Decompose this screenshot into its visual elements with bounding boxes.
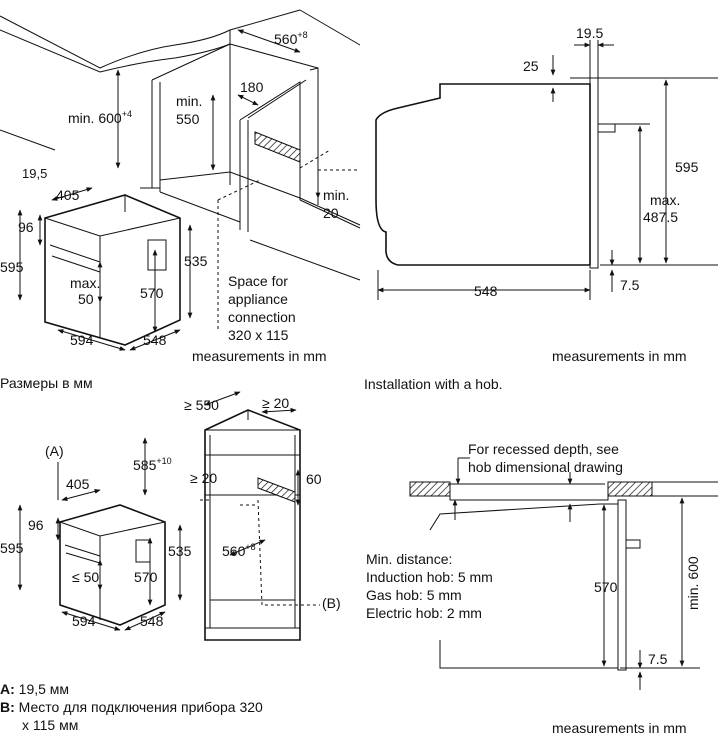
legend: A: 19,5 мм B: Место для подключения приб… <box>0 680 263 734</box>
top-left-diagram <box>0 9 361 351</box>
dim-max487-b: 487.5 <box>643 209 678 225</box>
dim-min20-b: 20 <box>323 205 339 221</box>
min-distance: Min. distance: Induction hob: 5 mm Gas h… <box>366 550 493 622</box>
space-note-line: connection <box>228 309 296 325</box>
dim-548-side: 548 <box>474 283 498 299</box>
space-note-line: appliance <box>228 291 288 307</box>
dim-7-5-side: 7.5 <box>620 277 640 293</box>
caption-hob: Installation with a hob. <box>364 376 503 392</box>
dim-min550-b: 550 <box>176 111 200 127</box>
dim-max50-b: 50 <box>78 291 94 307</box>
legend-b-text2: x 115 мм <box>22 717 79 733</box>
dim-96-b: 96 <box>28 517 44 533</box>
dim-96: 96 <box>18 219 34 235</box>
space-note-line: Space for <box>228 273 288 289</box>
dim-550: ≥ 550 <box>184 397 219 413</box>
dim-min600-c: min. 600 <box>685 556 701 610</box>
dim-594-b: 594 <box>72 613 96 629</box>
bottom-left-diagram <box>17 391 320 641</box>
dim-570-b: 570 <box>134 569 158 585</box>
space-note: Space for appliance connection 320 x 115 <box>228 272 296 344</box>
dim-20-top: ≥ 20 <box>262 395 289 411</box>
dim-548: 548 <box>143 332 167 348</box>
recess-note-line: For recessed depth, see <box>468 441 619 457</box>
units-label: measurements in mm <box>192 348 327 364</box>
label-b: (B) <box>322 595 341 611</box>
dim-20-mid: ≥ 20 <box>190 470 217 486</box>
dim-594: 594 <box>70 332 94 348</box>
dim-19-5-side: 19.5 <box>576 25 603 41</box>
space-note-line: 320 x 115 <box>228 327 289 343</box>
dim-7-5-c: 7.5 <box>648 651 668 667</box>
min-distance-line: Induction hob: 5 mm <box>366 569 493 585</box>
dim-535-b: 535 <box>168 543 192 559</box>
min-distance-line: Gas hob: 5 mm <box>366 587 462 603</box>
dim-560-top: 560+8 <box>274 30 308 47</box>
dim-min20-a: min. <box>323 187 349 203</box>
min-distance-line: Electric hob: 2 mm <box>366 605 482 621</box>
dim-min600: min. 600+4 <box>68 109 132 126</box>
dim-585: 585+10 <box>133 456 172 473</box>
dim-595-b: 595 <box>0 540 24 556</box>
dim-60: 60 <box>306 471 322 487</box>
dim-max50-a: max. <box>70 275 100 291</box>
dim-535: 535 <box>184 253 208 269</box>
dim-min550-a: min. <box>176 93 202 109</box>
dim-405: 405 <box>56 187 80 203</box>
min-distance-line: Min. distance: <box>366 551 453 567</box>
caption-ru: Размеры в мм <box>0 375 93 391</box>
units-label: measurements in mm <box>552 348 687 364</box>
legend-b-key: B: <box>0 699 15 715</box>
dim-560-cab: 560+8 <box>222 542 256 559</box>
dim-max487-a: max. <box>650 192 680 208</box>
dim-405-b: 405 <box>66 476 90 492</box>
top-right-diagram <box>375 40 718 300</box>
recess-note: For recessed depth, see hob dimensional … <box>468 440 623 476</box>
legend-b-text: Место для подключения прибора 320 <box>18 699 263 715</box>
legend-a: A: 19,5 мм <box>0 680 263 698</box>
dim-570: 570 <box>140 285 164 301</box>
dim-548-b: 548 <box>140 613 164 629</box>
legend-b: B: Место для подключения прибора 320 <box>0 698 263 716</box>
legend-a-key: A: <box>0 681 15 697</box>
dim-570-c: 570 <box>594 579 618 595</box>
units-label: measurements in mm <box>552 720 687 736</box>
bottom-right-diagram <box>409 457 718 690</box>
recess-note-line: hob dimensional drawing <box>468 459 623 475</box>
dim-595-side: 595 <box>675 159 699 175</box>
dim-180: 180 <box>240 79 264 95</box>
dim-50-b: ≤ 50 <box>72 569 99 585</box>
dim-595: 595 <box>0 259 24 275</box>
legend-a-text: 19,5 мм <box>18 681 70 697</box>
dim-19-5: 19,5 <box>22 166 47 181</box>
dim-25: 25 <box>523 58 539 74</box>
label-a: (A) <box>45 443 64 459</box>
